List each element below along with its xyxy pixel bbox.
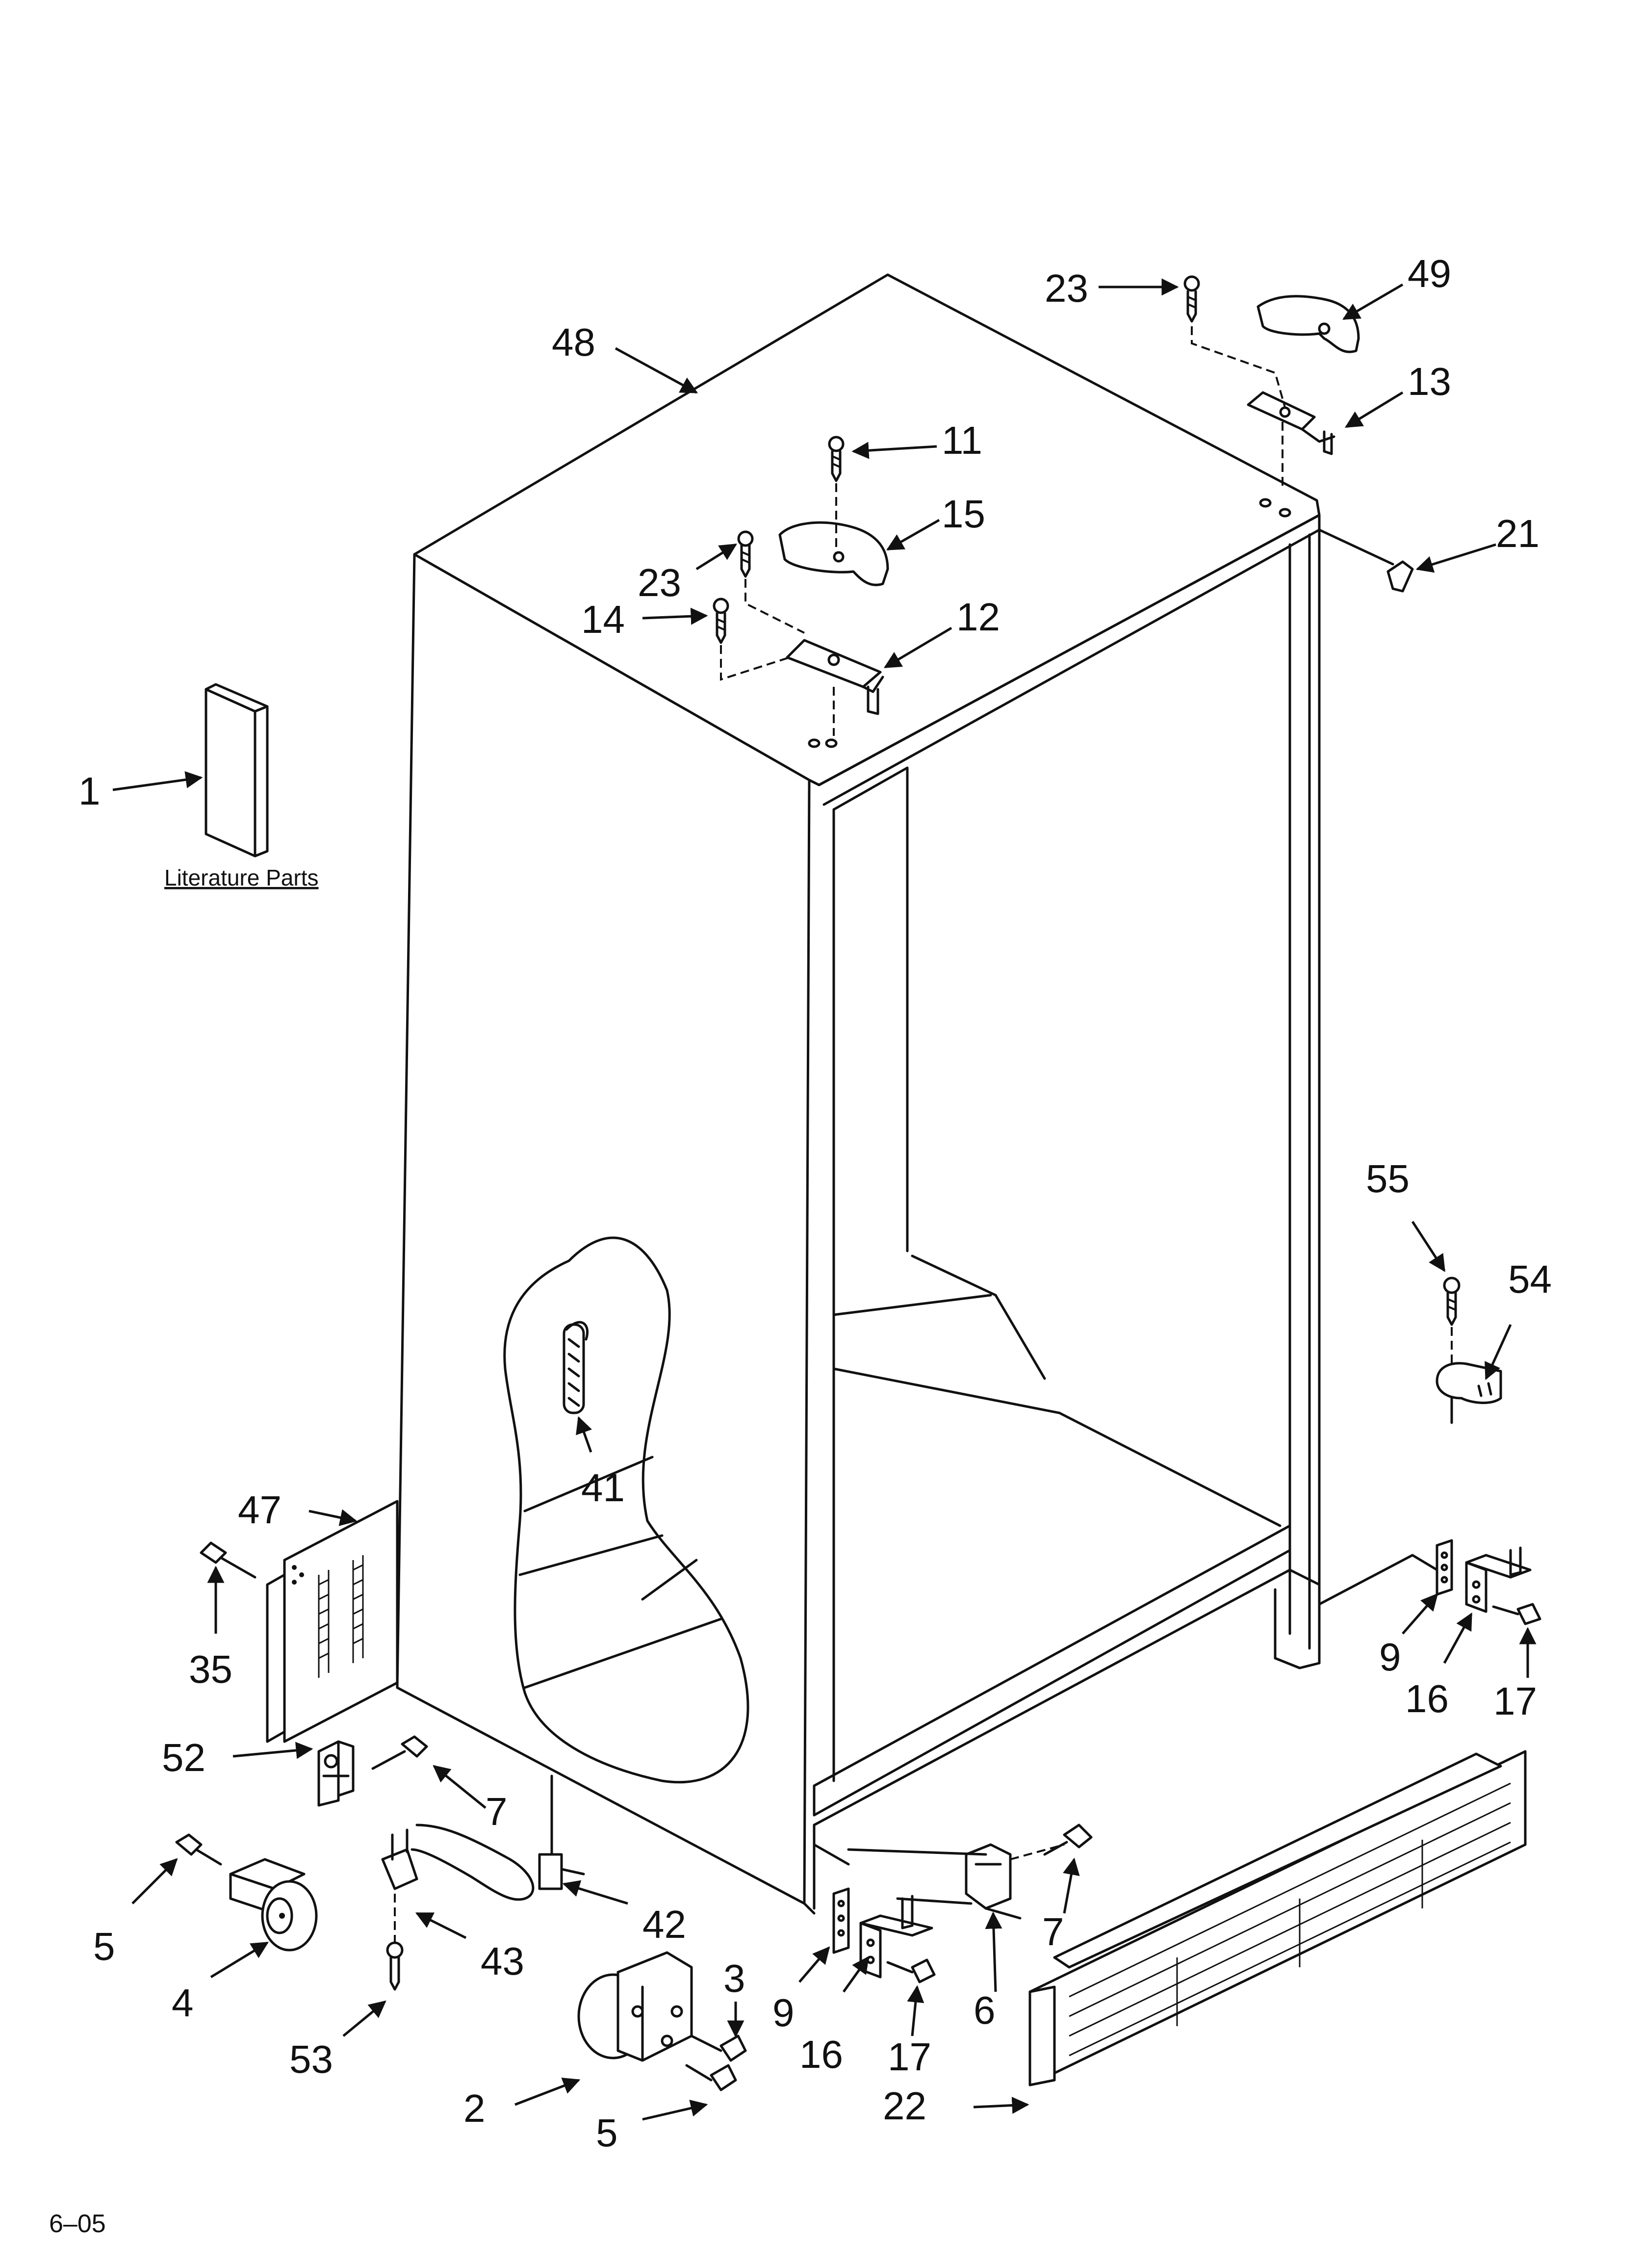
drain-tube-42 [410, 1824, 585, 1901]
screw-5-center [685, 2064, 737, 2091]
callout-54: 54 [1508, 1257, 1552, 1301]
callout-1: 1 [78, 769, 101, 813]
callout-16-center: 16 [799, 2033, 843, 2076]
bracket-6 [965, 1843, 1022, 1920]
screw-23-left [737, 530, 754, 578]
screw-17-right [1492, 1603, 1541, 1625]
callout-12: 12 [956, 595, 1000, 639]
callout-49: 49 [1408, 252, 1451, 295]
screw-23-top-right [1183, 275, 1200, 323]
screw-11 [828, 436, 845, 482]
footer-date-code: 6–05 [49, 2210, 106, 2238]
screw-5-left [175, 1833, 222, 1866]
literature-packet [205, 683, 269, 858]
screw-14 [713, 598, 729, 644]
screw-7-right [1043, 1824, 1093, 1856]
hinge-16-center [859, 1895, 933, 1979]
callout-41: 41 [581, 1466, 625, 1510]
hinge-cover-49 [1257, 295, 1360, 353]
cabinet-cutaway [503, 1236, 749, 1784]
callout-5-center: 5 [596, 2111, 618, 2155]
callout-53: 53 [289, 2037, 333, 2081]
callout-3: 3 [723, 1956, 745, 2000]
callout-42: 42 [642, 1903, 686, 1946]
screw-35 [200, 1541, 257, 1579]
tube-clip-43 [381, 1828, 418, 1890]
callout-5-left: 5 [93, 1925, 115, 1968]
callout-16-right: 16 [1405, 1677, 1449, 1721]
roller-assembly-2 [577, 1951, 693, 2062]
hinge-13 [1247, 391, 1335, 455]
hinge-12 [786, 639, 884, 715]
roller-bracket-54 [1436, 1327, 1502, 1424]
callout-17-center: 17 [888, 2035, 931, 2079]
callout-7-right: 7 [1042, 1910, 1064, 1954]
screw-55 [1443, 1277, 1461, 1326]
insulation-tube [563, 1321, 589, 1414]
hinge-16-right [1465, 1546, 1532, 1613]
literature-parts-label: Literature Parts [164, 865, 318, 890]
shim-9-right [1436, 1539, 1453, 1596]
callout-9-right: 9 [1379, 1635, 1401, 1679]
callout-7-left: 7 [486, 1790, 508, 1833]
screw-53 [386, 1941, 404, 1991]
hinge-cover-15 [778, 521, 889, 586]
screw-3 [690, 2034, 747, 2062]
callout-17-right: 17 [1493, 1679, 1537, 1723]
callout-11: 11 [942, 418, 982, 462]
callout-2: 2 [463, 2086, 486, 2130]
cabinet-shell [396, 273, 1321, 1915]
callout-14: 14 [581, 598, 625, 641]
screw-7-left [371, 1735, 428, 1770]
bracket-52 [317, 1740, 355, 1807]
callout-22: 22 [883, 2084, 926, 2128]
callout-47: 47 [238, 1488, 282, 1532]
callout-52: 52 [162, 1736, 205, 1779]
access-cover-47 [266, 1500, 399, 1743]
clip-21 [1386, 560, 1414, 593]
grille-22 [1028, 1750, 1527, 2086]
callout-48: 48 [552, 320, 595, 364]
callout-43: 43 [481, 1939, 524, 1983]
roller-4 [229, 1858, 318, 1952]
callout-6: 6 [974, 1988, 996, 2032]
callout-13: 13 [1408, 360, 1451, 403]
screw-17-center [886, 1958, 936, 1983]
callout-55: 55 [1366, 1157, 1410, 1200]
callout-15: 15 [942, 492, 985, 536]
callout-21: 21 [1496, 512, 1539, 555]
callout-35: 35 [189, 1647, 232, 1691]
callout-9-center: 9 [772, 1991, 795, 2034]
callout-4: 4 [172, 1981, 194, 2025]
callout-23-left: 23 [638, 561, 681, 604]
callout-23-top: 23 [1045, 266, 1088, 310]
leader-arrows [112, 278, 1537, 2121]
shim-9-center [832, 1887, 850, 1954]
